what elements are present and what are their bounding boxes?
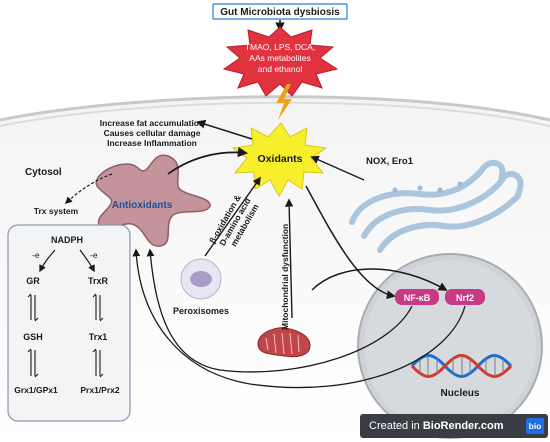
mitochondrion-cristae <box>265 332 300 355</box>
biorender-badge-icon: bio <box>526 418 544 434</box>
endoplasmic-reticulum <box>349 160 524 253</box>
nadph-to-gr-arrow <box>39 249 56 273</box>
trx-system-label: Trx system <box>34 206 79 216</box>
antioxidants-shape <box>95 154 211 247</box>
prx-label: Prx1/Prx2 <box>80 385 119 395</box>
grx-label: Grx1/GPx1 <box>14 385 58 395</box>
antioxidants-label: Antioxidants <box>112 200 173 211</box>
trxr-trx1-equilibrium-icon <box>92 293 104 322</box>
trx-dashed-arrow <box>64 173 113 204</box>
metabolite-burst <box>222 26 339 97</box>
effect-line-1: Increase fat accumulation <box>100 118 204 128</box>
peroxisome-to-oxidants-arrow <box>204 176 261 257</box>
e-left-label: -e <box>32 250 40 260</box>
oxidants-to-effects-arrow <box>196 119 253 140</box>
effect-line-3: Increase Inflammation <box>107 138 197 148</box>
mito-label: Mitochondrial dysfunction <box>280 224 290 330</box>
lightning-icon <box>276 84 292 120</box>
e-right-label: -e <box>90 250 98 260</box>
trx1-label: Trx1 <box>89 332 108 342</box>
nadph-to-trxr-arrow <box>79 249 95 273</box>
gsh-grx-equilibrium-icon <box>27 348 39 378</box>
oxidants-to-nrf2-arrow <box>311 268 448 291</box>
cytosol-label: Cytosol <box>25 167 62 178</box>
burst-line-1: TMAO, LPS, DCA, <box>245 42 315 52</box>
oxidants-to-nfkb-arrow <box>305 185 396 300</box>
nadph-label: NADPH <box>51 235 83 245</box>
nucleus-to-panel-arrow <box>146 248 413 373</box>
cell-membrane-line-2 <box>0 101 550 127</box>
burst-line-2: AAs metabolites <box>249 53 310 63</box>
nfkb-label: NF-κB <box>404 293 431 303</box>
nfkb-pill <box>395 289 439 305</box>
nrf2-label: Nrf2 <box>456 293 474 303</box>
dna-helix-icon <box>410 354 513 378</box>
watermark-text: Created in BioRender.com <box>369 420 504 432</box>
source-box <box>212 3 348 20</box>
nox-label: NOX, Ero1 <box>366 156 414 167</box>
source-label: Gut Microbiota dysbiosis <box>220 7 340 18</box>
gsh-label: GSH <box>23 332 43 342</box>
nucleus-inner <box>364 260 536 432</box>
peroxisomes-label: Peroxisomes <box>173 306 229 316</box>
nucleus-label: Nucleus <box>441 388 480 399</box>
gr-label: GR <box>26 276 40 286</box>
peroxisome-core <box>190 271 212 287</box>
mitochondrion-shape <box>257 327 311 358</box>
antioxidants-to-oxidants-arrow <box>167 147 249 175</box>
oxidants-label: Oxidants <box>258 153 303 165</box>
nucleus-to-antioxidants-arrow <box>132 248 466 389</box>
burst-line-3: and ethanol <box>258 64 303 74</box>
er-ribosomes <box>392 181 463 193</box>
cell-membrane-line-1 <box>0 95 550 122</box>
nrf2-pill <box>445 289 485 305</box>
gr-gsh-equilibrium-icon <box>27 293 39 322</box>
mito-to-oxidants-arrow <box>284 198 294 319</box>
trxr-label: TrxR <box>88 276 109 286</box>
effect-line-2: Causes cellular damage <box>104 128 201 138</box>
trx1-prx-equilibrium-icon <box>92 348 104 378</box>
er-to-oxidants-arrow <box>310 155 365 181</box>
biorender-watermark: Created in BioRender.com bio <box>360 414 548 438</box>
